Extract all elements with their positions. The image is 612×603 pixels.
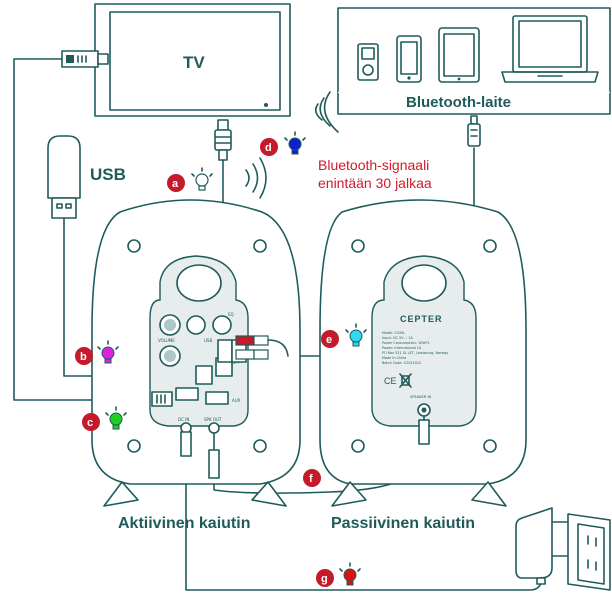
optical-plug [214,119,232,161]
svg-text:Batch Code: C2021012: Batch Code: C2021012 [382,361,421,365]
svg-text:c: c [87,417,93,429]
active-speaker-label: Aktiivinen kaiutin [118,515,250,532]
bluetooth-device-label: Bluetooth-laite [406,94,511,111]
svg-text:Made In China: Made In China [382,356,406,360]
usb-tv-cable [13,58,153,401]
svg-text:Model: CS35L: Model: CS35L [382,331,405,335]
spec-lines: Model: CS35L Input: DC 5V ⎓ 1A Power Con… [382,331,448,365]
wall-outlet [567,513,611,591]
usb-port-label: USB [204,338,212,343]
led-white-icon [191,167,213,191]
signal-waves [245,91,339,199]
indicator-d: d [260,131,306,156]
tv: TV [94,3,291,117]
indicator-f: f [303,469,321,487]
bluetooth-signal-line1: Bluetooth-signaali [318,157,429,173]
indicator-c: c [82,406,127,431]
aux-port-label: AUX [232,398,241,403]
aux-plug [467,115,481,147]
svg-text:PO Box 521 SL LET, Lewisburg,: PO Box 521 SL LET, Lewisburg, Norway [382,351,448,355]
speaker-in-label: SPEAKER IN [410,395,432,399]
indicator-g: g [316,562,361,587]
svg-text:e: e [326,334,332,346]
led-cyan-icon [345,323,367,347]
active-speaker: VOLUME EQ USB AUX OPT DC IN SPK OUT [91,199,301,507]
svg-text:d: d [265,142,272,154]
eq-label: EQ [228,312,234,317]
indicator-a: a [167,167,213,192]
led-blue-icon [284,131,306,155]
indicator-e: e [321,323,367,348]
usb-cable-plug [61,50,109,68]
phone-icon [396,35,422,83]
bin-icon [399,373,412,388]
svg-text:Input: DC 5V ⎓ 1A: Input: DC 5V ⎓ 1A [382,336,414,340]
svg-text:f: f [309,473,313,485]
usb-label: USB [90,165,126,184]
tablet-icon [438,27,480,83]
svg-text:b: b [80,351,87,363]
volume-label: VOLUME [158,338,175,343]
bluetooth-device-box: Bluetooth-laite [337,7,611,115]
led-green-icon [105,406,127,430]
passive-speaker: CEPTER Model: CS35L Input: DC 5V ⎓ 1A Po… [319,199,527,507]
bluetooth-signal-line2: enintään 30 jalkaa [318,175,432,191]
laptop-icon [501,15,599,83]
indicator-b: b [75,340,119,365]
spk-out-label: SPK OUT [204,417,222,422]
led-red-icon [339,562,361,586]
brand-label: CEPTER [400,314,443,324]
ce-mark: CE [384,376,397,386]
led-magenta-icon [97,340,119,364]
mp3-player-icon [357,43,379,81]
svg-text:Power: International UL: Power: International UL [382,346,422,350]
passive-speaker-label: Passiivinen kaiutin [331,515,475,532]
usb-stick: USB [47,135,126,219]
dc-in-label: DC IN [178,417,189,422]
svg-text:Power Consumption: 10W*2: Power Consumption: 10W*2 [382,341,430,345]
svg-text:a: a [172,178,179,190]
svg-text:g: g [321,573,328,585]
tv-label: TV [183,53,205,72]
